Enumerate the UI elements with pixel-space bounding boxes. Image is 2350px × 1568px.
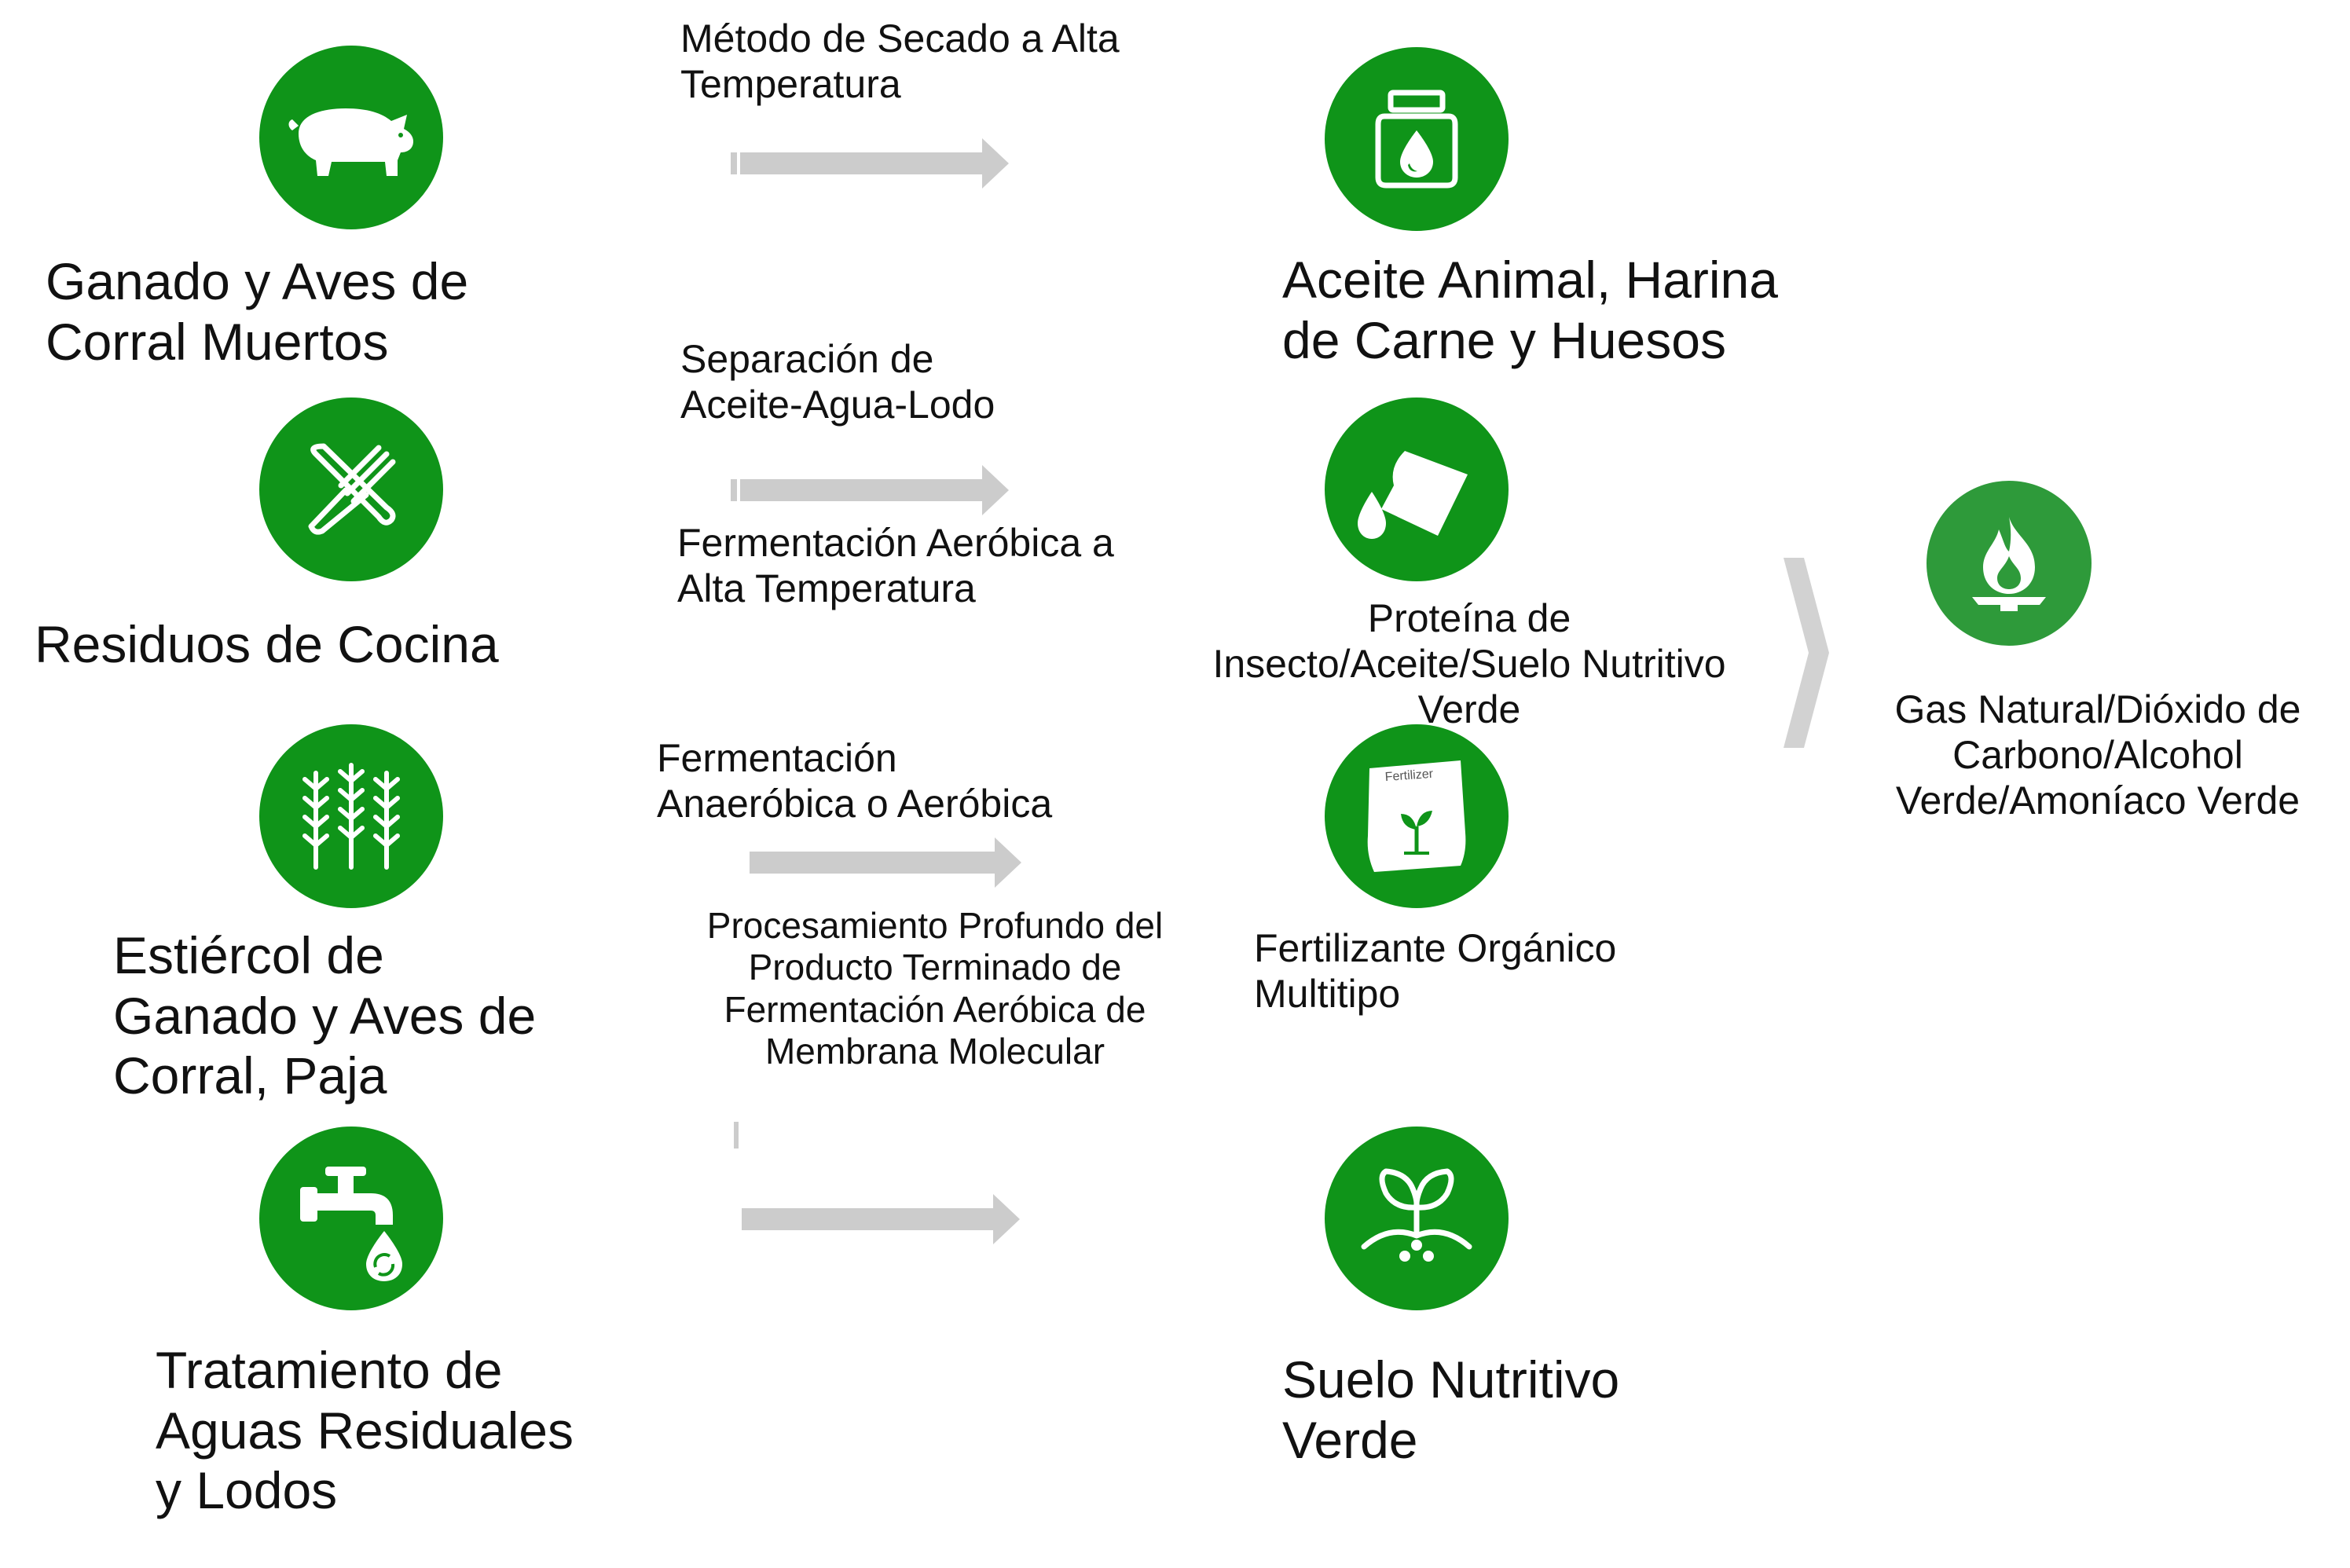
process-label-drying: Método de Secado a Alta Temperatura bbox=[680, 16, 1120, 106]
pig-icon bbox=[288, 108, 413, 176]
fertilizer-bag-icon: Fertilizer bbox=[1367, 760, 1466, 872]
source-label-manure: Estiércol de Ganado y Aves de Corral, Pa… bbox=[113, 926, 537, 1105]
product-icon-circle-fertilizer: Fertilizer bbox=[1325, 724, 1509, 908]
flame-icon bbox=[1972, 517, 2046, 611]
product-label-insect: Proteína de Insecto/Aceite/Suelo Nutriti… bbox=[1212, 596, 1726, 731]
arrow-anaerobic bbox=[750, 837, 1021, 888]
source-label-livestock: Ganado y Aves de Corral Muertos bbox=[46, 252, 469, 371]
source-label-kitchen: Residuos de Cocina bbox=[35, 615, 499, 673]
source-icon-circle-wastewater bbox=[259, 1127, 443, 1310]
product-label-oil: Aceite Animal, Harina de Carne y Huesos bbox=[1282, 251, 1778, 369]
arrow-separation bbox=[731, 465, 1009, 515]
product-label-fertilizer: Fertilizante Orgánico Multitipo bbox=[1254, 926, 1617, 1016]
process-label-separation: Separación de Aceite-Agua-Lodo bbox=[680, 337, 995, 427]
arrow-deep-processing bbox=[742, 1194, 1020, 1244]
oil-jar-icon bbox=[1375, 90, 1458, 189]
product-label-soil: Suelo Nutritivo Verde bbox=[1282, 1350, 1620, 1469]
chevron-right-icon bbox=[1784, 558, 1829, 748]
fork-knife-icon bbox=[308, 443, 396, 535]
source-label-wastewater: Tratamiento de Aguas Residuales y Lodos bbox=[156, 1341, 574, 1520]
final-label: Gas Natural/Dióxido de Carbono/Alcohol V… bbox=[1894, 687, 2301, 822]
sprout-icon bbox=[1361, 1168, 1472, 1262]
arrow-drying bbox=[731, 138, 1009, 189]
process-label-deep-processing: Procesamiento Profundo del Producto Term… bbox=[706, 905, 1164, 1072]
source-icon-circle-manure bbox=[259, 724, 443, 908]
process-label-aerobic-high-temp: Fermentación Aeróbica a Alta Temperatura bbox=[677, 521, 1114, 610]
product-icon-circle-insect bbox=[1325, 397, 1509, 581]
source-icon-circle-kitchen bbox=[259, 397, 443, 581]
oil-can-icon bbox=[1358, 451, 1468, 539]
source-icon-circle-livestock bbox=[259, 46, 443, 229]
product-icon-circle-soil bbox=[1325, 1127, 1509, 1310]
fertilizer-bag-text: Fertilizer bbox=[1384, 768, 1434, 784]
final-icon-circle bbox=[1927, 481, 2092, 646]
arrow-tick-mark bbox=[734, 1122, 739, 1149]
product-icon-circle-oil bbox=[1325, 47, 1509, 231]
wheat-icon bbox=[302, 763, 400, 870]
process-label-anaerobic: Fermentación Anaeróbica o Aeróbica bbox=[657, 736, 1053, 826]
faucet-recycle-icon bbox=[300, 1167, 402, 1281]
